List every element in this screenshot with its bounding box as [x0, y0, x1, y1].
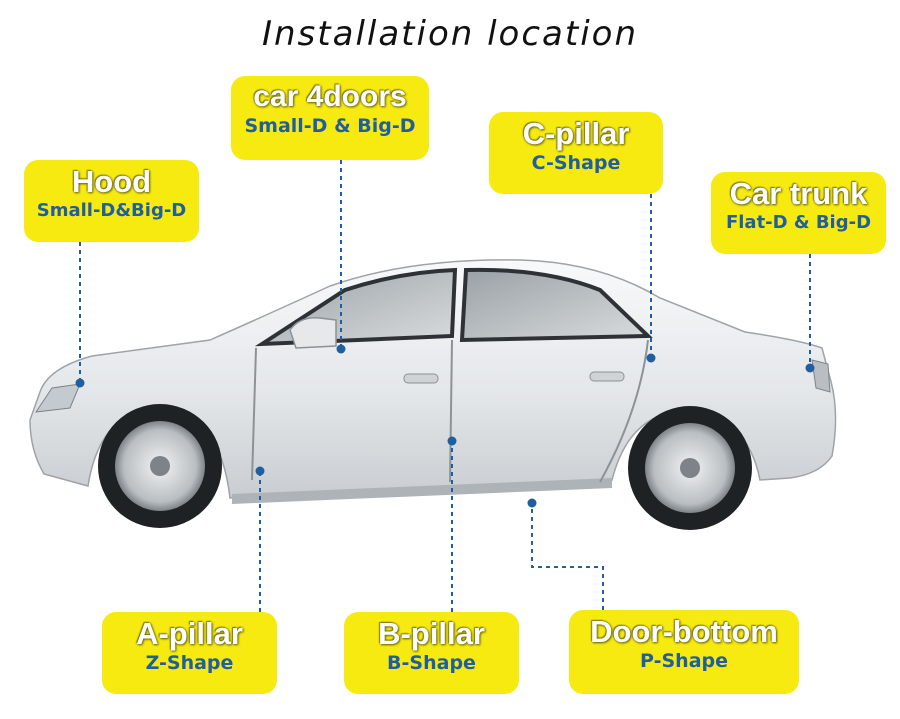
label-c-pillar-title: C-pillar: [522, 116, 630, 151]
marker-b-pillar: [447, 436, 457, 446]
label-car-trunk-title: Car trunk: [729, 176, 868, 211]
car-body: [29, 259, 837, 530]
label-c-pillar-sub: C-Shape: [531, 151, 621, 174]
label-b-pillar-sub: B-Shape: [387, 651, 476, 674]
marker-hood: [75, 378, 85, 388]
label-car-4doors-sub: Small-D & Big-D: [244, 114, 416, 137]
marker-car-4doors: [336, 344, 346, 354]
label-b-pillar-title: B-pillar: [378, 616, 485, 651]
label-car-trunk: Car trunk Flat-D & Big-D: [711, 172, 886, 254]
marker-a-pillar: [255, 466, 265, 476]
label-door-bottom-title: Door-bottom: [590, 614, 778, 649]
front-wheel: [98, 404, 222, 528]
label-hood: Hood Small-D&Big-D: [24, 160, 199, 242]
marker-c-pillar: [646, 353, 656, 363]
label-car-4doors-title: car 4doors: [253, 80, 407, 113]
leader-door-bottom: [531, 503, 604, 610]
label-hood-sub: Small-D&Big-D: [36, 199, 187, 221]
marker-car-trunk: [805, 363, 815, 373]
label-door-bottom-sub: P-Shape: [640, 649, 728, 672]
diagram-title: Installation location: [261, 14, 639, 54]
label-car-4doors: car 4doors Small-D & Big-D: [231, 76, 429, 160]
rear-wheel: [628, 406, 752, 530]
label-c-pillar: C-pillar C-Shape: [489, 112, 663, 194]
label-a-pillar-title: A-pillar: [136, 616, 243, 651]
marker-door-bottom: [527, 498, 537, 508]
label-door-bottom: Door-bottom P-Shape: [569, 610, 799, 694]
label-a-pillar: A-pillar Z-Shape: [102, 612, 277, 694]
label-a-pillar-sub: Z-Shape: [145, 651, 234, 674]
label-car-trunk-sub: Flat-D & Big-D: [725, 211, 872, 233]
label-hood-title: Hood: [71, 164, 152, 199]
label-b-pillar: B-pillar B-Shape: [344, 612, 519, 694]
